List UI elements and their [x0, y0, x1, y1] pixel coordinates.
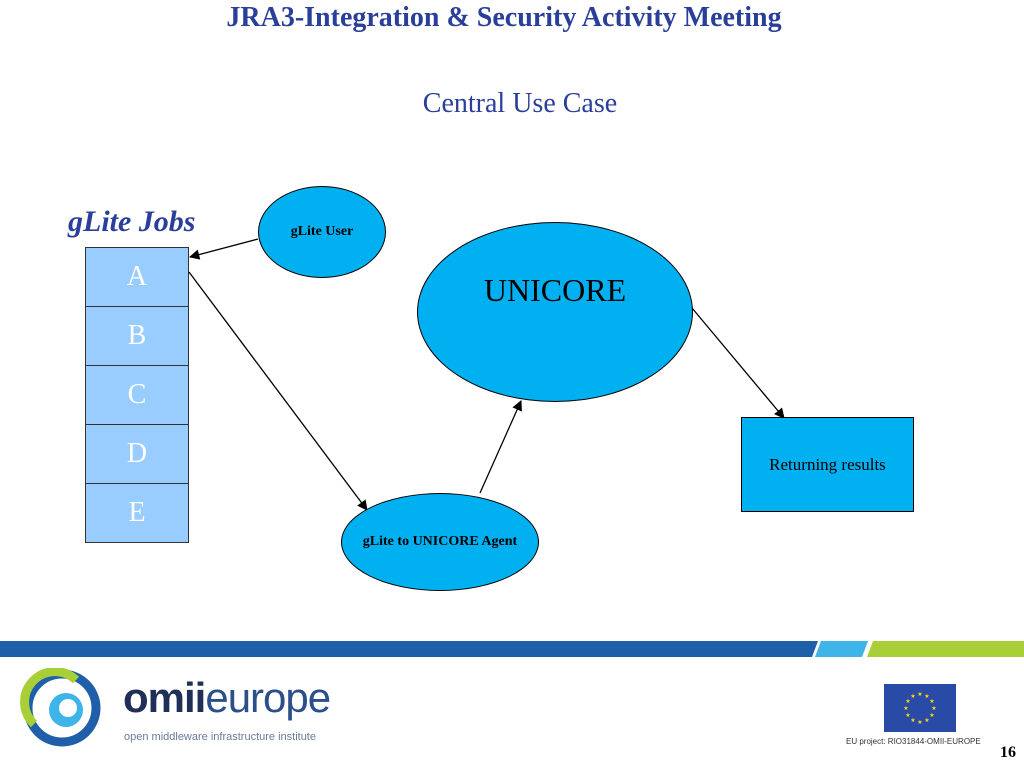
svg-text:★: ★: [929, 698, 934, 705]
glite-jobs-label: gLite Jobs: [68, 205, 196, 238]
slide-title: JRA3-Integration & Security Activity Mee…: [226, 2, 782, 33]
glite-user-node: gLite User: [258, 186, 386, 278]
logo-wordmark-rest: europe: [205, 674, 331, 721]
returning-results-node: Returning results: [741, 417, 914, 512]
slide-subtitle: Central Use Case: [422, 88, 618, 119]
logo-tagline: open middleware infrastructure institute: [124, 731, 316, 743]
svg-text:★: ★: [924, 693, 929, 700]
eu-flag-icon: ★ ★ ★ ★ ★ ★ ★ ★ ★ ★ ★ ★: [884, 684, 956, 732]
agent-label: gLite to UNICORE Agent: [362, 534, 518, 549]
svg-text:★: ★: [917, 691, 922, 698]
job-a: A: [86, 248, 188, 306]
glite-user-label: gLite User: [290, 224, 354, 239]
job-b: B: [86, 306, 188, 365]
eu-project-label: EU project: RIO31844-OMII-EUROPE: [846, 737, 981, 746]
arrow-user-to-jobs: [188, 238, 259, 260]
job-d: D: [86, 424, 188, 483]
arrow-jobs-to-agent: [188, 271, 368, 511]
svg-text:★: ★: [917, 719, 922, 726]
svg-text:★: ★: [903, 705, 908, 712]
svg-text:★: ★: [924, 717, 929, 724]
arrow-agent-to-unicore: [479, 400, 522, 494]
svg-text:★: ★: [931, 705, 936, 712]
job-e: E: [86, 483, 188, 542]
arrow-unicore-to-results: [691, 307, 785, 419]
job-stack: A B C D E: [85, 247, 189, 543]
unicore-label: UNICORE: [483, 271, 627, 308]
page-number: 16: [1000, 744, 1016, 761]
svg-text:★: ★: [910, 717, 915, 724]
omii-swirl-icon: [20, 667, 101, 747]
job-c: C: [86, 365, 188, 424]
svg-text:★: ★: [905, 698, 910, 705]
agent-node: gLite to UNICORE Agent: [341, 493, 539, 591]
unicore-node: UNICORE: [417, 222, 693, 402]
svg-text:★: ★: [929, 712, 934, 719]
logo-wordmark: omiieurope: [123, 674, 331, 722]
svg-text:★: ★: [910, 693, 915, 700]
svg-text:★: ★: [905, 712, 910, 719]
logo-wordmark-strong: omii: [123, 674, 206, 721]
returning-results-label: Returning results: [769, 454, 886, 474]
footer-band: [0, 641, 1024, 657]
omii-europe-logo: omiieurope open middleware infrastructur…: [18, 667, 331, 748]
